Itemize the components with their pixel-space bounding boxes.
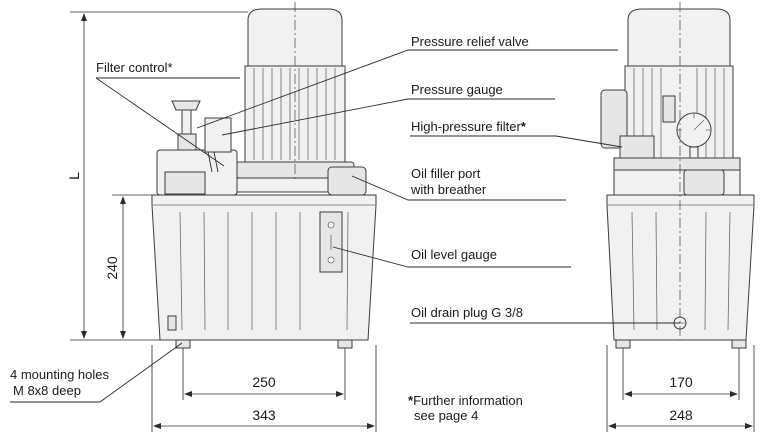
footnote-text-1: Further information <box>413 393 523 408</box>
front-motor-ribs <box>253 68 336 160</box>
horizontal-dimensions <box>151 345 755 432</box>
front-oil-filler-port <box>327 166 367 196</box>
side-terminal-box <box>600 89 628 149</box>
side-foot-right <box>731 339 747 349</box>
dim-label-170: 170 <box>669 374 693 390</box>
leader-oil-level-gauge <box>332 246 571 268</box>
front-tank-ribs <box>179 211 349 331</box>
leader-high-pressure-filter <box>410 135 623 148</box>
leader-pressure-gauge <box>221 98 555 136</box>
label-oil-filler-port-1: Oil filler port <box>411 166 481 181</box>
dim-label-240: 240 <box>104 256 120 280</box>
leader-oil-filler-port <box>351 175 566 201</box>
leader-mounting-holes <box>10 342 183 403</box>
label-high-pressure-filter-star: * <box>521 119 527 134</box>
footnote-line-2: see page 4 <box>414 408 478 423</box>
label-mounting-holes-1: 4 mounting holes <box>10 367 110 382</box>
side-valve-knob <box>662 95 676 123</box>
side-high-pressure-filter <box>619 135 655 159</box>
leader-pressure-relief-valve <box>196 49 618 129</box>
front-pressure-gauge-box <box>204 117 232 153</box>
label-oil-level-gauge: Oil level gauge <box>411 247 497 262</box>
dim-label-250: 250 <box>252 374 276 390</box>
front-valve-block-face <box>164 171 206 195</box>
side-oil-filler-port <box>683 169 725 196</box>
leader-filter-control <box>95 77 240 167</box>
callout-leaders <box>10 49 680 403</box>
label-oil-filler-port-2: with breather <box>410 182 487 197</box>
side-view <box>600 2 755 349</box>
dim-label-343: 343 <box>252 407 276 423</box>
filter-control-stem <box>181 109 192 135</box>
side-tank-ribs <box>631 211 731 331</box>
dim-label-248: 248 <box>669 407 693 423</box>
front-drain-boss <box>167 315 177 331</box>
footnote-line-1: *Further information <box>408 393 523 408</box>
front-foot-right <box>337 339 353 349</box>
label-filter-control: Filter control* <box>96 60 173 75</box>
label-pressure-gauge: Pressure gauge <box>411 82 503 97</box>
side-foot-left <box>615 339 631 349</box>
vertical-dimensions <box>70 11 248 341</box>
front-motor-cap <box>247 8 343 67</box>
label-pressure-relief-valve: Pressure relief valve <box>411 34 529 49</box>
side-motor-flange <box>613 157 741 171</box>
label-high-pressure-filter: High-pressure filter* <box>411 119 527 134</box>
label-oil-drain-plug: Oil drain plug G 3/8 <box>411 305 523 320</box>
front-view <box>151 2 377 349</box>
label-high-pressure-filter-text: High-pressure filter <box>411 119 521 134</box>
footnote-star: * <box>408 393 414 408</box>
side-motor-cap <box>627 8 731 67</box>
label-mounting-holes-2: M 8x8 deep <box>13 383 81 398</box>
dim-label-L: L <box>66 172 82 180</box>
filter-control-knob <box>171 100 201 111</box>
front-foot-left <box>175 339 191 349</box>
